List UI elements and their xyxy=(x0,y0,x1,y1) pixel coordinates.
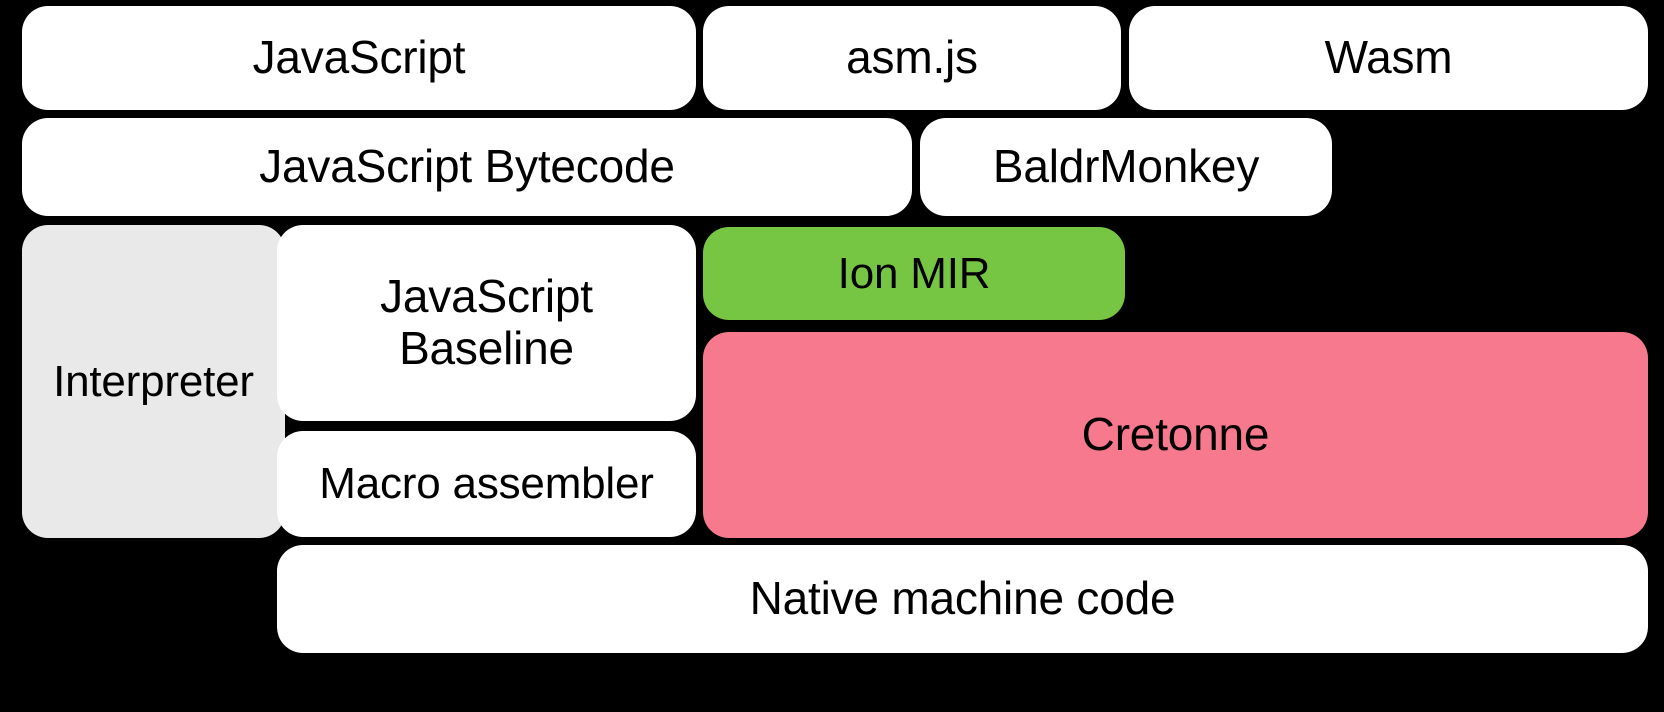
box-javascript-baseline: JavaScript Baseline xyxy=(277,225,696,421)
box-ion-mir: Ion MIR xyxy=(703,227,1125,320)
box-asm-js: asm.js xyxy=(703,6,1121,110)
box-native-machine-code: Native machine code xyxy=(277,545,1648,653)
box-javascript: JavaScript xyxy=(22,6,696,110)
box-cretonne: Cretonne xyxy=(703,332,1648,538)
box-baldrmonkey: BaldrMonkey xyxy=(920,118,1332,216)
box-javascript-bytecode: JavaScript Bytecode xyxy=(22,118,912,216)
box-interpreter: Interpreter xyxy=(22,225,285,538)
box-wasm: Wasm xyxy=(1129,6,1648,110)
box-macro-assembler: Macro assembler xyxy=(277,431,696,537)
